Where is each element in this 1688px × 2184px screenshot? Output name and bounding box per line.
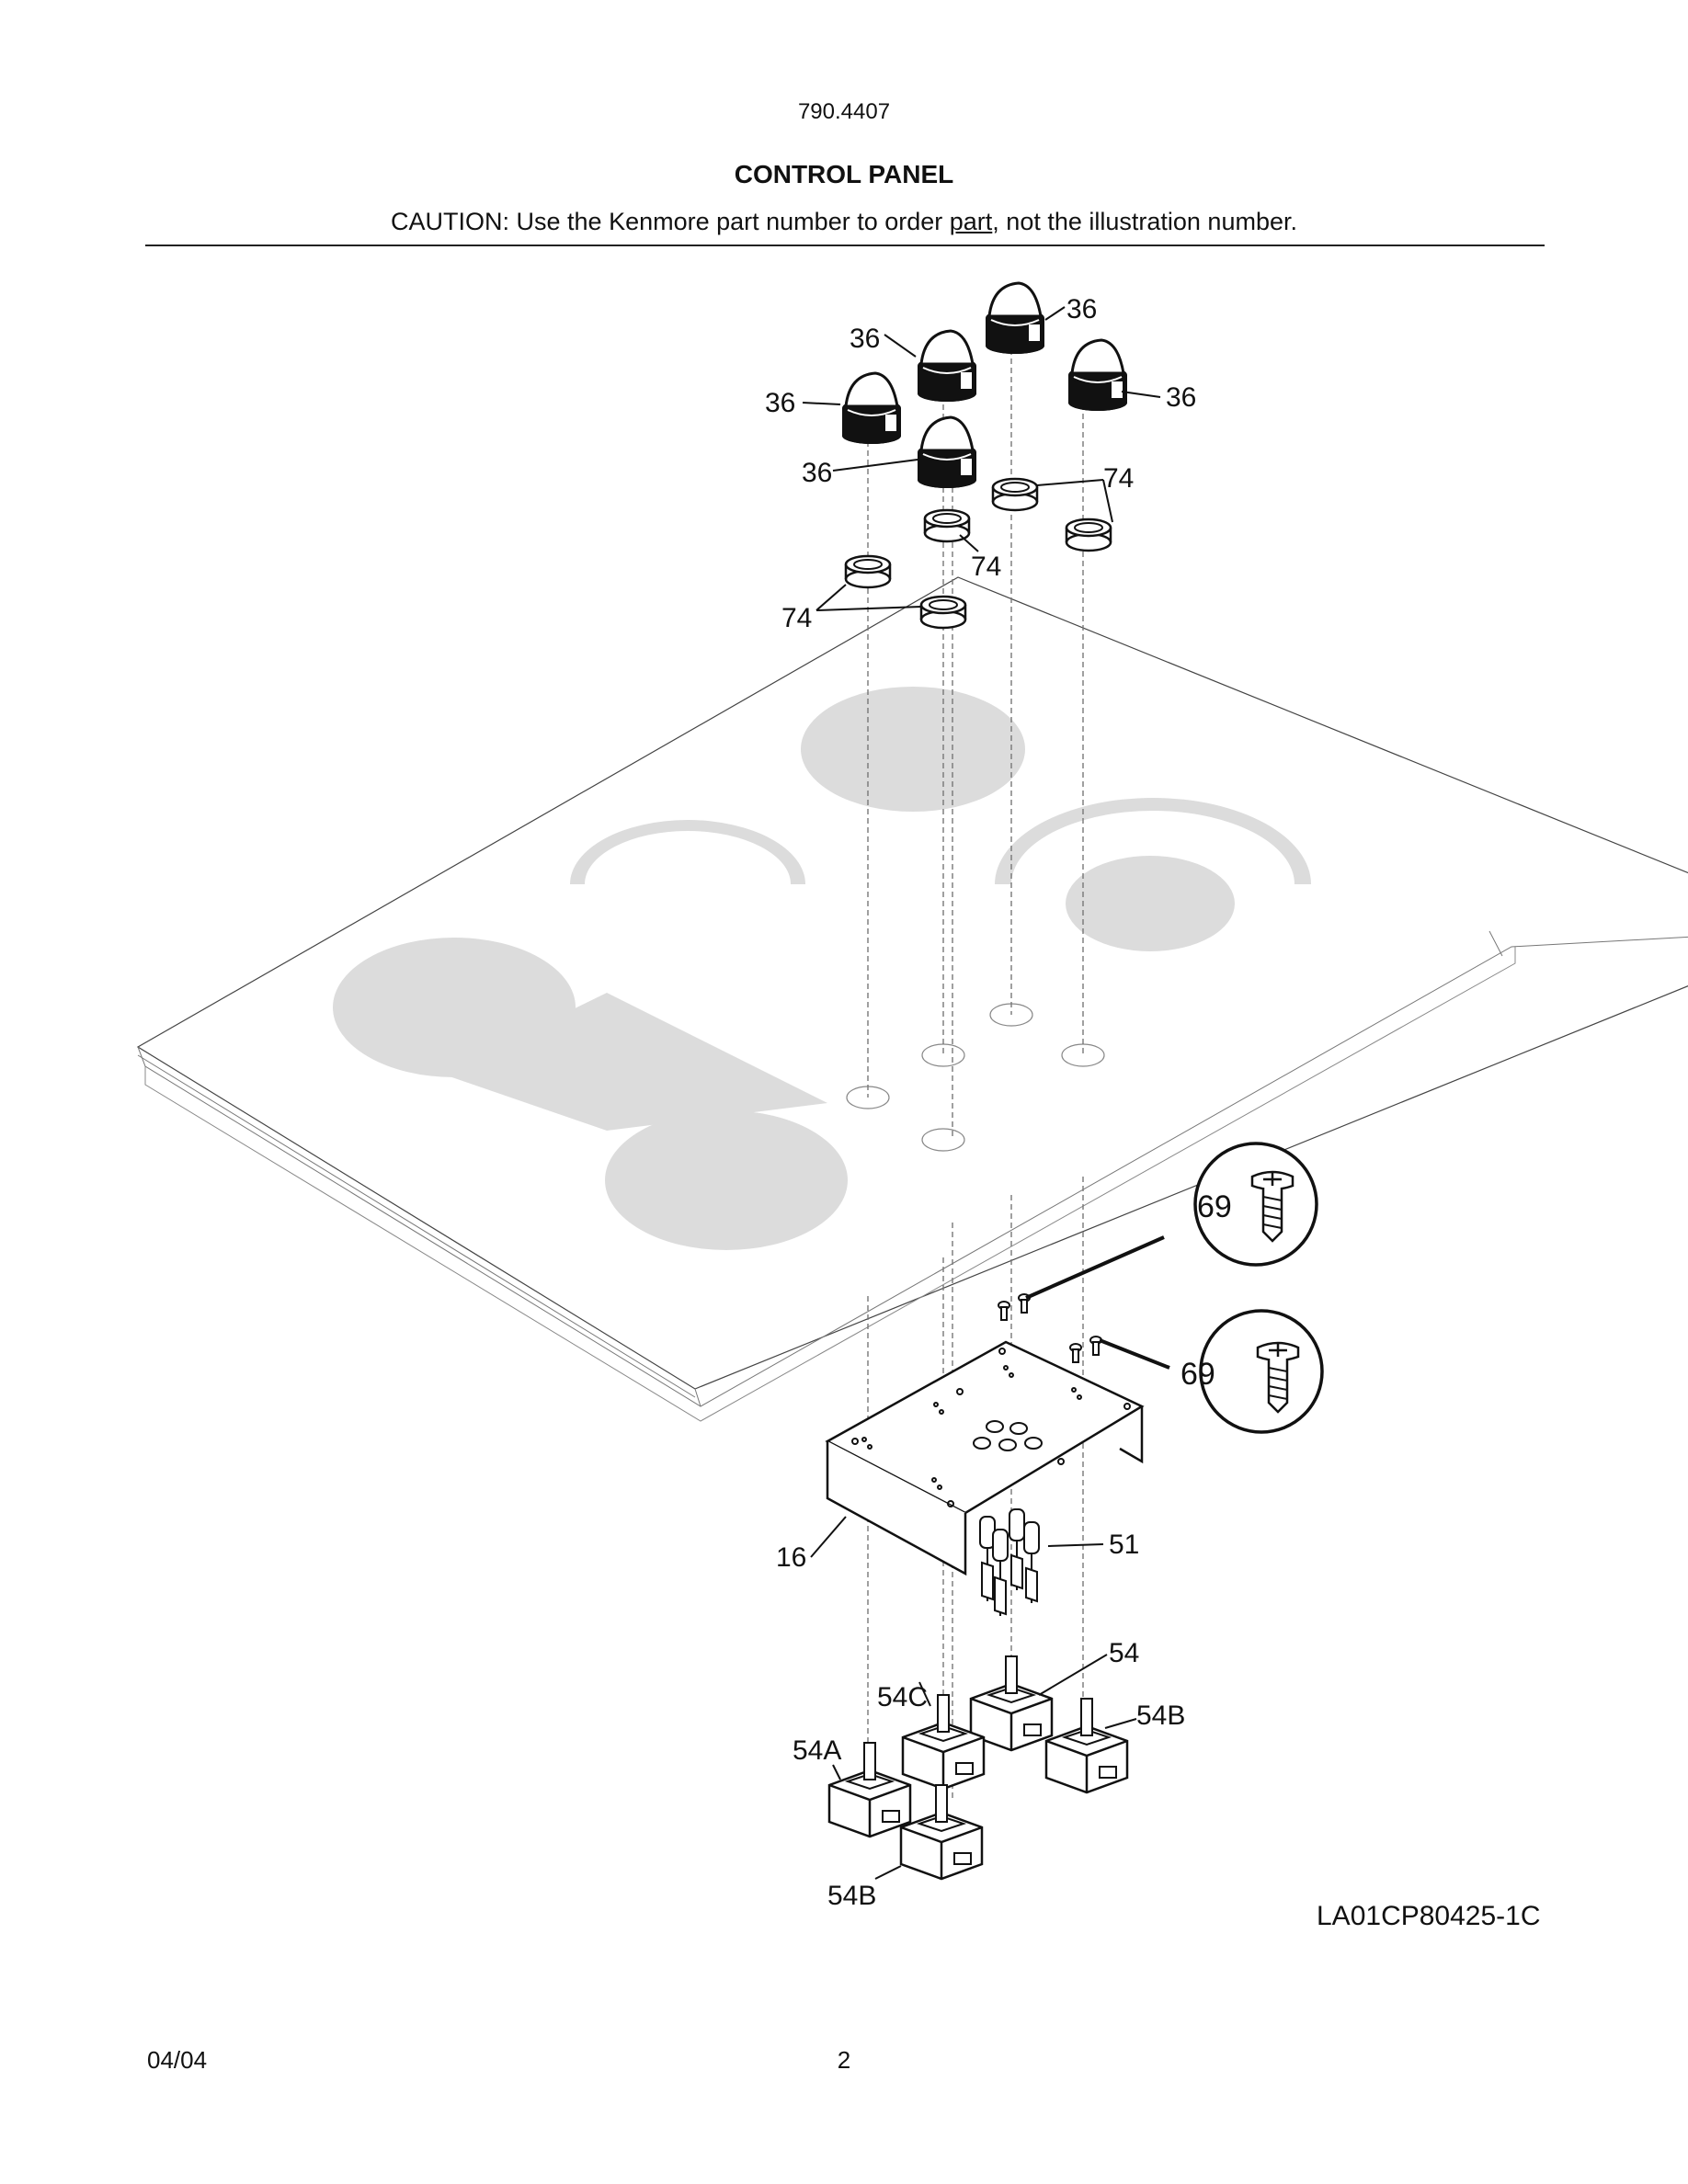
leader-lines <box>802 306 1161 1880</box>
callout-16: 16 <box>776 1542 806 1573</box>
callout-54b-right: 54B <box>1136 1701 1185 1731</box>
indicator-lights <box>979 1508 1040 1616</box>
callout-54b-bottom: 54B <box>827 1881 876 1911</box>
callout-74-middle: 74 <box>971 552 1001 582</box>
infinite-switch-group <box>827 1655 1129 1881</box>
callout-36-lower: 36 <box>802 458 832 488</box>
callout-54c: 54C <box>877 1682 928 1712</box>
alignment-lines <box>867 313 1084 1802</box>
model-number: 790.4407 <box>797 99 891 124</box>
caution-suffix: , not the illustration number. <box>992 208 1297 235</box>
screw-69-group <box>998 1142 1324 1434</box>
callout-51: 51 <box>1109 1530 1139 1560</box>
callout-69-lower: 69 <box>1180 1357 1215 1392</box>
callout-36-top: 36 <box>1066 294 1097 324</box>
footer-date: 04/04 <box>147 2046 208 2074</box>
callout-54: 54 <box>1109 1638 1139 1668</box>
callout-36-left-upper: 36 <box>850 324 880 354</box>
caution-underlined: part <box>949 208 993 235</box>
drawing-id: LA01CP80425-1C <box>1317 1901 1541 1931</box>
callout-54a: 54A <box>793 1735 841 1766</box>
header-rule <box>145 245 1545 246</box>
callout-69-upper: 69 <box>1197 1189 1232 1224</box>
cooktop-glass <box>136 576 1688 1422</box>
page-title: CONTROL PANEL <box>734 160 954 188</box>
callout-74-left: 74 <box>781 603 812 633</box>
caution-note: CAUTION: Use the Kenmore part number to … <box>0 208 1688 236</box>
mounting-bracket <box>825 1340 1145 1576</box>
callout-74-right: 74 <box>1103 463 1134 494</box>
callout-36-right: 36 <box>1166 382 1196 413</box>
page-number: 2 <box>837 2046 851 2074</box>
callout-36-left: 36 <box>765 388 795 418</box>
caution-prefix: CAUTION: Use the Kenmore part number to … <box>391 208 950 235</box>
